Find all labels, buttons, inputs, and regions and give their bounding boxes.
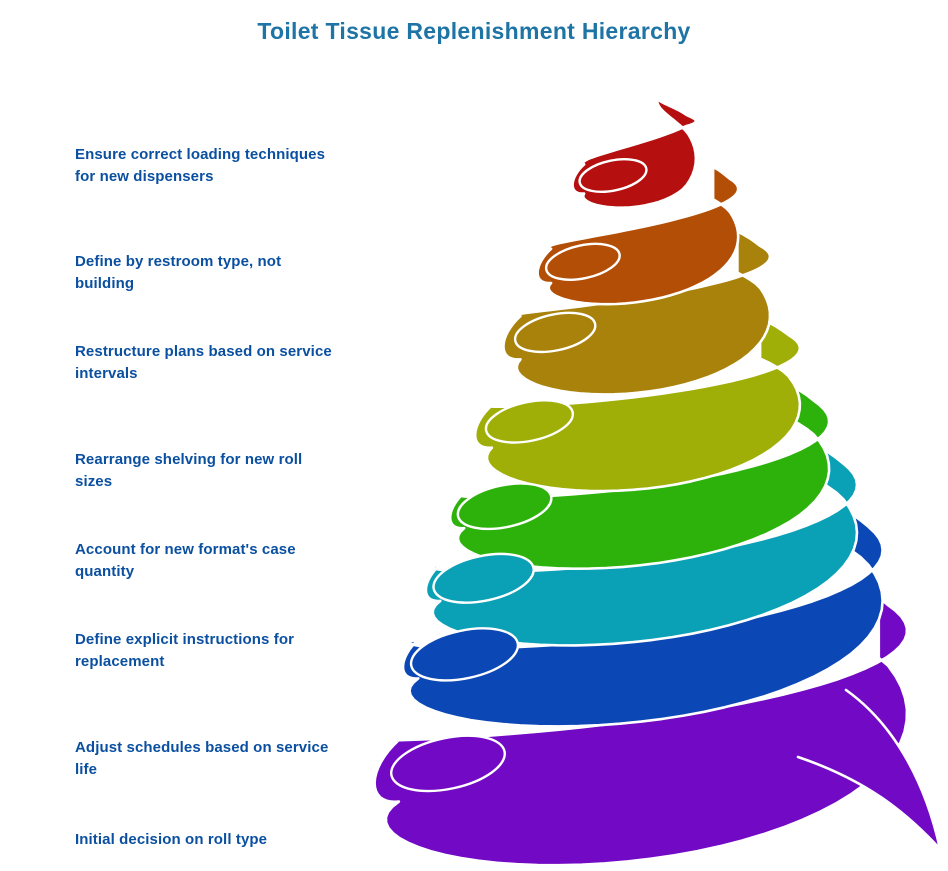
cone-curl-rim-4 xyxy=(484,399,575,444)
cone-band-7 xyxy=(401,512,884,728)
level-label-7: Adjust schedules based on service life xyxy=(75,739,329,778)
cone-curl-rim-3 xyxy=(513,311,597,354)
level-label-8: Initial decision on roll type xyxy=(75,831,268,848)
cone-curl-rim-7 xyxy=(409,627,520,682)
cone-tail xyxy=(798,690,940,849)
level-label-4: Rearrange shelving for new roll sizes xyxy=(75,451,303,490)
level-label-3: Restructure plans based on service inter… xyxy=(75,343,332,382)
page-title: Toilet Tissue Replenishment Hierarchy xyxy=(257,18,691,44)
level-label-2: Define by restroom type, not building xyxy=(75,253,282,292)
cone-band-3 xyxy=(502,230,772,396)
cone-band-5 xyxy=(448,383,831,570)
cone-curl-rim-5 xyxy=(456,482,553,531)
cone-curl-rim-8 xyxy=(390,734,506,793)
level-label-6: Define explicit instructions for replace… xyxy=(75,631,295,670)
level-label-1: Ensure correct loading techniques for ne… xyxy=(75,146,326,185)
cone-band-8 xyxy=(373,596,909,867)
cone-band-4 xyxy=(473,316,802,493)
cone-curl-rim-1 xyxy=(578,158,648,193)
cone-band-6 xyxy=(424,444,859,647)
cone-curl-rim-2 xyxy=(544,242,621,281)
cone-curl-rim-6 xyxy=(432,552,535,604)
level-label-5: Account for new format's case quantity xyxy=(75,541,296,580)
cone-tail-outline xyxy=(796,688,943,854)
